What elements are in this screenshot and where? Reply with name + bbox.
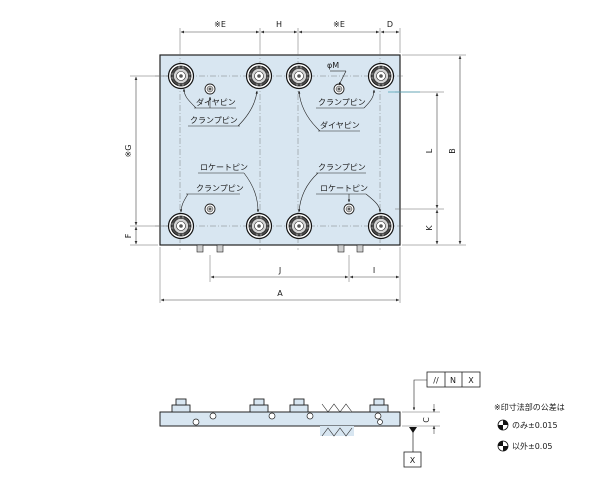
- datum-label: X: [410, 456, 416, 465]
- tolerance-symbol: //: [433, 376, 439, 385]
- side-pins: [171, 398, 389, 413]
- clamp-pin-bottom-center-right: [285, 212, 313, 240]
- clamp-pin-top-center-right: [285, 62, 313, 90]
- notes-line1: のみ±0.015: [512, 421, 558, 430]
- side-plate: [159, 411, 401, 427]
- dim-e-left: ※E: [214, 20, 226, 29]
- notes-line2: 以外±0.05: [512, 441, 553, 451]
- tolerance-frame: // N X: [412, 371, 481, 411]
- dim-d: D: [387, 20, 393, 29]
- label-dia-pin-right: ダイヤピン: [320, 120, 360, 130]
- plan-view: ※E H ※E D ※G F L K B: [124, 20, 466, 303]
- tolerance-notes: ※印寸法部の公差は のみ±0.015 以外±0.05: [494, 402, 565, 452]
- dim-h: H: [276, 20, 282, 29]
- phi-m-callout: φM: [327, 61, 347, 86]
- quartered-circle-icon: [497, 440, 509, 452]
- label-clamp-pin-bottom-right: クランプピン: [318, 163, 366, 172]
- right-dimensions: L K B: [395, 54, 466, 246]
- dim-i: I: [373, 266, 375, 275]
- label-locate-pin-left: ロケートピン: [200, 163, 248, 172]
- clamp-pin-bottom-center-left: [245, 212, 273, 240]
- left-dimensions: ※G F: [124, 75, 168, 246]
- clamp-pin-top-center-left: [245, 62, 273, 90]
- side-view: C // N X X: [159, 371, 481, 468]
- dim-e-right: ※E: [333, 20, 345, 29]
- dim-a: A: [277, 289, 283, 298]
- clamp-pin-top-right: [367, 62, 395, 90]
- dim-b: B: [448, 148, 457, 154]
- diamond-pin-left: [204, 83, 216, 95]
- locate-pin-left: [204, 203, 216, 215]
- top-dimensions: ※E H ※E D: [179, 20, 401, 53]
- clamp-pin-bottom-left: [167, 212, 195, 240]
- dim-phi-m: φM: [327, 61, 339, 70]
- clamp-pin-top-left: [167, 62, 195, 90]
- datum-x: X: [403, 427, 422, 468]
- half-filled-circle-icon: [497, 419, 509, 431]
- label-dia-pin-left: ダイヤピン: [196, 97, 236, 107]
- edge-bolts: [196, 244, 364, 253]
- dim-g: ※G: [124, 145, 133, 158]
- dim-l: L: [425, 148, 434, 153]
- dim-f: F: [124, 233, 133, 238]
- tolerance-datum: X: [468, 376, 474, 385]
- bottom-dimensions: J I A: [159, 247, 401, 303]
- base-plate: [159, 54, 401, 246]
- label-clamp-pin-top-right: クランプピン: [318, 98, 366, 107]
- label-locate-pin-right: ロケートピン: [320, 184, 368, 193]
- dim-j: J: [278, 266, 281, 275]
- clamp-pin-bottom-right: [367, 212, 395, 240]
- break-marks: [320, 403, 354, 437]
- dim-k: K: [425, 225, 434, 231]
- locate-pin-right: [343, 203, 355, 215]
- diamond-pin-right: [333, 83, 345, 95]
- pin-labels: ダイヤピン クランプピン クランプピン ダイヤピン ロケートピン クランプピン: [179, 88, 382, 213]
- label-clamp-pin-top-left: クランプピン: [190, 116, 238, 125]
- dim-c: C: [422, 417, 431, 423]
- tolerance-value: N: [450, 376, 456, 385]
- notes-heading: ※印寸法部の公差は: [494, 402, 565, 412]
- side-bolts: [192, 412, 383, 426]
- label-clamp-pin-bottom-left: クランプピン: [196, 184, 244, 193]
- c-dimension: C: [402, 404, 440, 434]
